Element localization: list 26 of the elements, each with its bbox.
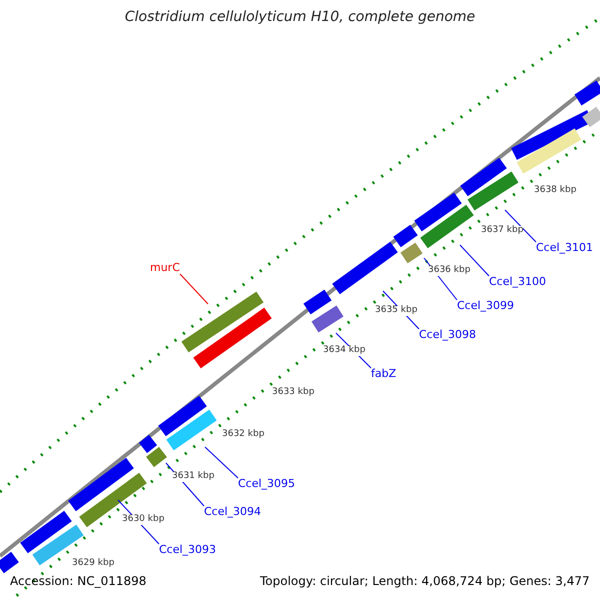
gene-label: Ccel_3094 [204, 506, 262, 518]
tick-label: 3636 kbp [428, 266, 470, 276]
gene-label: Ccel_3100 [489, 276, 546, 288]
gene-label: Ccel_3093 [159, 544, 216, 556]
genome-info-text: Topology: circular; Length: 4,068,724 bp; Genes: 3,477 [260, 575, 590, 588]
leader-line [180, 274, 208, 304]
gene-label: fabZ [371, 368, 396, 380]
tick-label: 3632 kbp [222, 430, 264, 440]
accession-text: Accession: NC_011898 [10, 575, 146, 588]
tick-label: 3629 kbp [72, 559, 114, 569]
title: Clostridium cellulolyticum H10, complete genome [124, 10, 476, 26]
tick-label: 3637 kbp [481, 226, 524, 236]
gene-label: Ccel_3099 [457, 300, 514, 312]
tick-label: 3634 kbp [323, 346, 366, 356]
gene-label: Ccel_3095 [238, 478, 296, 490]
gene-label: Ccel_3098 [419, 329, 476, 342]
tick-label: 3630 kbp [122, 515, 164, 525]
leader-line [504, 210, 536, 242]
gene-label: murC [150, 262, 180, 274]
leader-line [460, 244, 490, 276]
leader-line [204, 446, 238, 478]
tick-label: 3631 kbp [172, 472, 214, 482]
tick-label: 3633 kbp [272, 388, 314, 398]
tick-label: 3638 kbp [534, 186, 576, 196]
gene-label: Ccel_3101 [536, 242, 594, 254]
tick-label: 3635 kbp [375, 306, 418, 316]
